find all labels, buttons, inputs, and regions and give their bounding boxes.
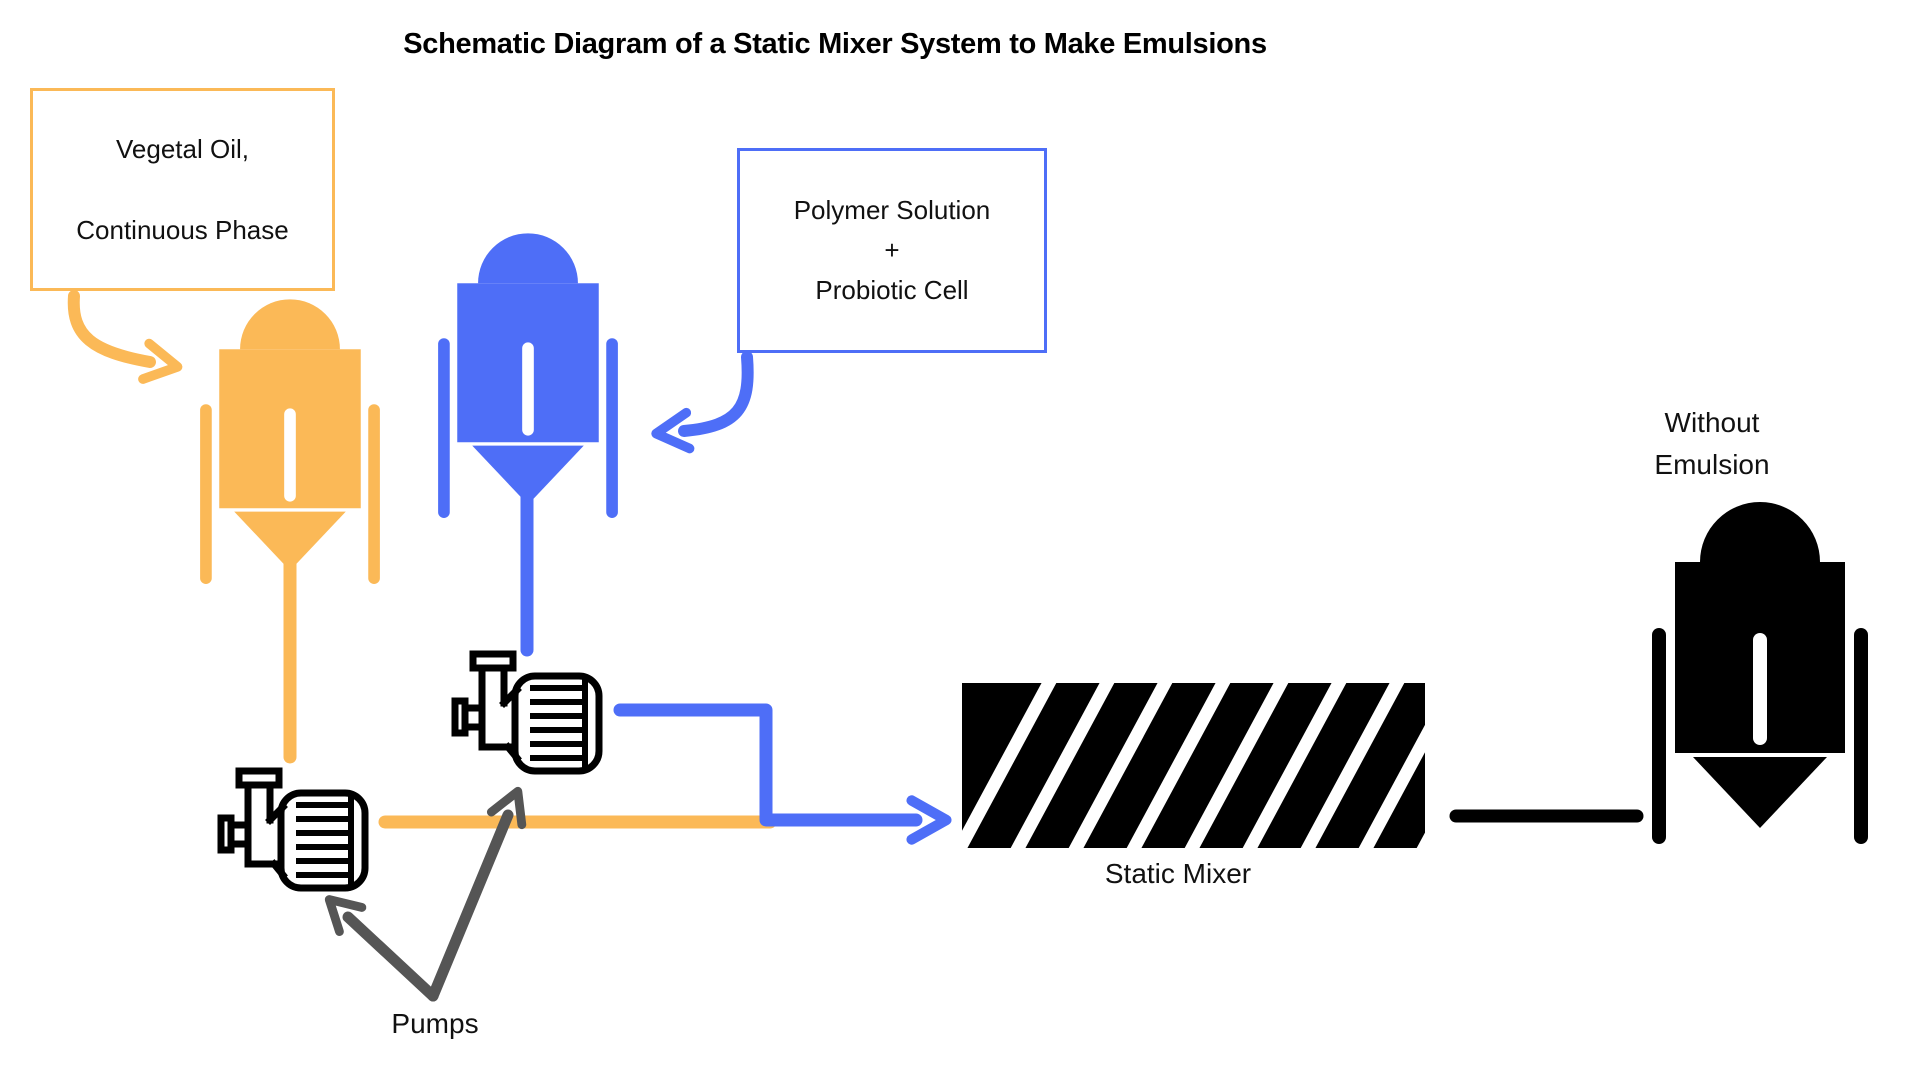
polymer-source-line3: Probiotic Cell <box>815 275 969 305</box>
oil-tank-icon <box>200 299 380 584</box>
output-tank-label: Without Emulsion <box>1562 402 1862 486</box>
polymer-source-line2: + <box>884 235 900 265</box>
polymer-pump-icon <box>451 648 603 775</box>
output-tank-icon <box>1652 502 1868 844</box>
pumps-annotation-arrow-upper <box>427 786 527 1002</box>
oil-source-line1: Vegetal Oil, <box>116 133 249 164</box>
polymer-source-box: Polymer Solution + Probiotic Cell <box>737 148 1047 353</box>
diagram-title: Schematic Diagram of a Static Mixer Syst… <box>403 28 1267 60</box>
oil-source-box: Vegetal Oil, Continuous Phase <box>30 88 335 291</box>
output-tank-label-line2: Emulsion <box>1654 449 1770 480</box>
oil-pump-icon <box>217 765 369 892</box>
pumps-annotation-arrow-lower <box>324 895 439 1002</box>
static-mixer-label: Static Mixer <box>1104 858 1252 889</box>
polymer-tank-icon <box>438 233 618 518</box>
pumps-label: Pumps <box>391 1008 479 1039</box>
oil-box-to-tank-arrow <box>67 290 183 384</box>
oil-source-line2: Continuous Phase <box>76 214 289 245</box>
static-mixer-icon <box>962 683 1425 848</box>
polymer-source-line1: Polymer Solution <box>793 195 991 225</box>
polymer-box-to-tank-arrow <box>651 351 754 454</box>
polymer-pump-to-mixer-arrow <box>613 703 952 845</box>
output-tank-label-line1: Without <box>1664 407 1760 438</box>
